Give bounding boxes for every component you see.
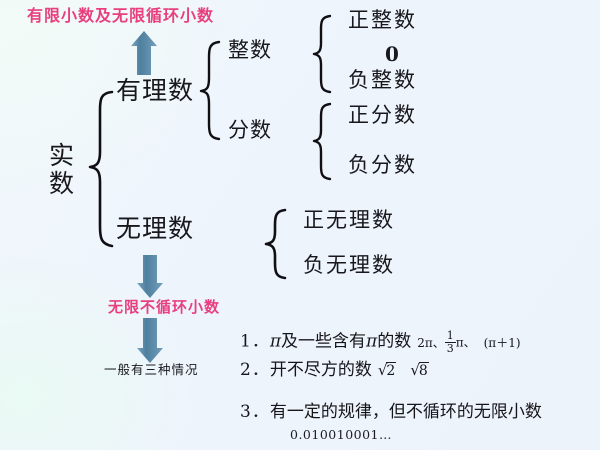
node-fraction: 分数 [228, 118, 272, 142]
annotation-infinite-nonrepeating-decimal: 无限不循环小数 [108, 298, 221, 316]
radical-8-value: 8 [418, 362, 429, 379]
node-real-number-char2: 数 [48, 169, 75, 198]
leaf-positive-fraction: 正分数 [348, 103, 417, 127]
case-1-text-d: 的数 [377, 331, 412, 352]
case-3-number: 3． [240, 402, 270, 422]
label-three-cases: 一般有三种情况 [104, 362, 199, 377]
leaf-negative-irrational: 负无理数 [303, 253, 395, 277]
case-3-text: 有一定的规律，但不循环的无限小数 [269, 402, 542, 422]
case-1-example-1: 2π、 [417, 335, 445, 350]
case-item-2: 2．开不尽方的数√2√8 [240, 362, 429, 379]
leaf-positive-irrational: 正无理数 [303, 208, 395, 232]
radical-sign-icon: √ [377, 361, 388, 379]
brace-integer [312, 14, 332, 94]
case-1-text-b: 及一些含有 [281, 331, 367, 352]
arrow-up-icon [131, 31, 157, 75]
radical-2: √2 [377, 361, 397, 379]
radical-2-value: 2 [386, 362, 397, 379]
leaf-negative-integer: 负整数 [348, 68, 417, 92]
node-real-number: 实数 [42, 142, 82, 198]
node-rational-number: 有理数 [116, 76, 195, 105]
annotation-finite-repeating-decimal: 有限小数及无限循环小数 [27, 6, 215, 25]
leaf-negative-fraction: 负分数 [348, 153, 417, 177]
leaf-zero: 0 [385, 42, 399, 66]
case-1-number: 1． [240, 331, 270, 352]
case-2-number: 2． [240, 360, 270, 380]
node-real-number-char1: 实 [48, 141, 75, 170]
brace-real-number [88, 90, 114, 248]
leaf-positive-integer: 正整数 [348, 8, 417, 32]
case-1-example-2: π、 [455, 335, 476, 350]
case-item-3: 3．有一定的规律，但不循环的无限小数 [240, 404, 542, 421]
node-irrational-number: 无理数 [116, 214, 195, 243]
fraction-denominator: 3 [444, 341, 456, 355]
brace-fraction [312, 102, 332, 181]
arrow-down-icon-2 [137, 318, 163, 363]
case-3-example: 0.010010001… [290, 427, 393, 442]
node-integer: 整数 [228, 38, 272, 62]
case-1-pi-a: π [269, 331, 282, 352]
arrow-down-icon-1 [137, 255, 163, 298]
radical-8: √8 [410, 361, 429, 379]
radical-sign-icon-2: √ [410, 361, 420, 379]
case-1-pi-c: π [366, 331, 378, 352]
fraction-numerator: 1 [446, 329, 454, 342]
case-1-example-3: (π＋1) [483, 335, 521, 350]
brace-irrational [264, 208, 287, 280]
case-2-text: 开不尽方的数 [269, 360, 372, 380]
brace-rational [199, 40, 221, 141]
